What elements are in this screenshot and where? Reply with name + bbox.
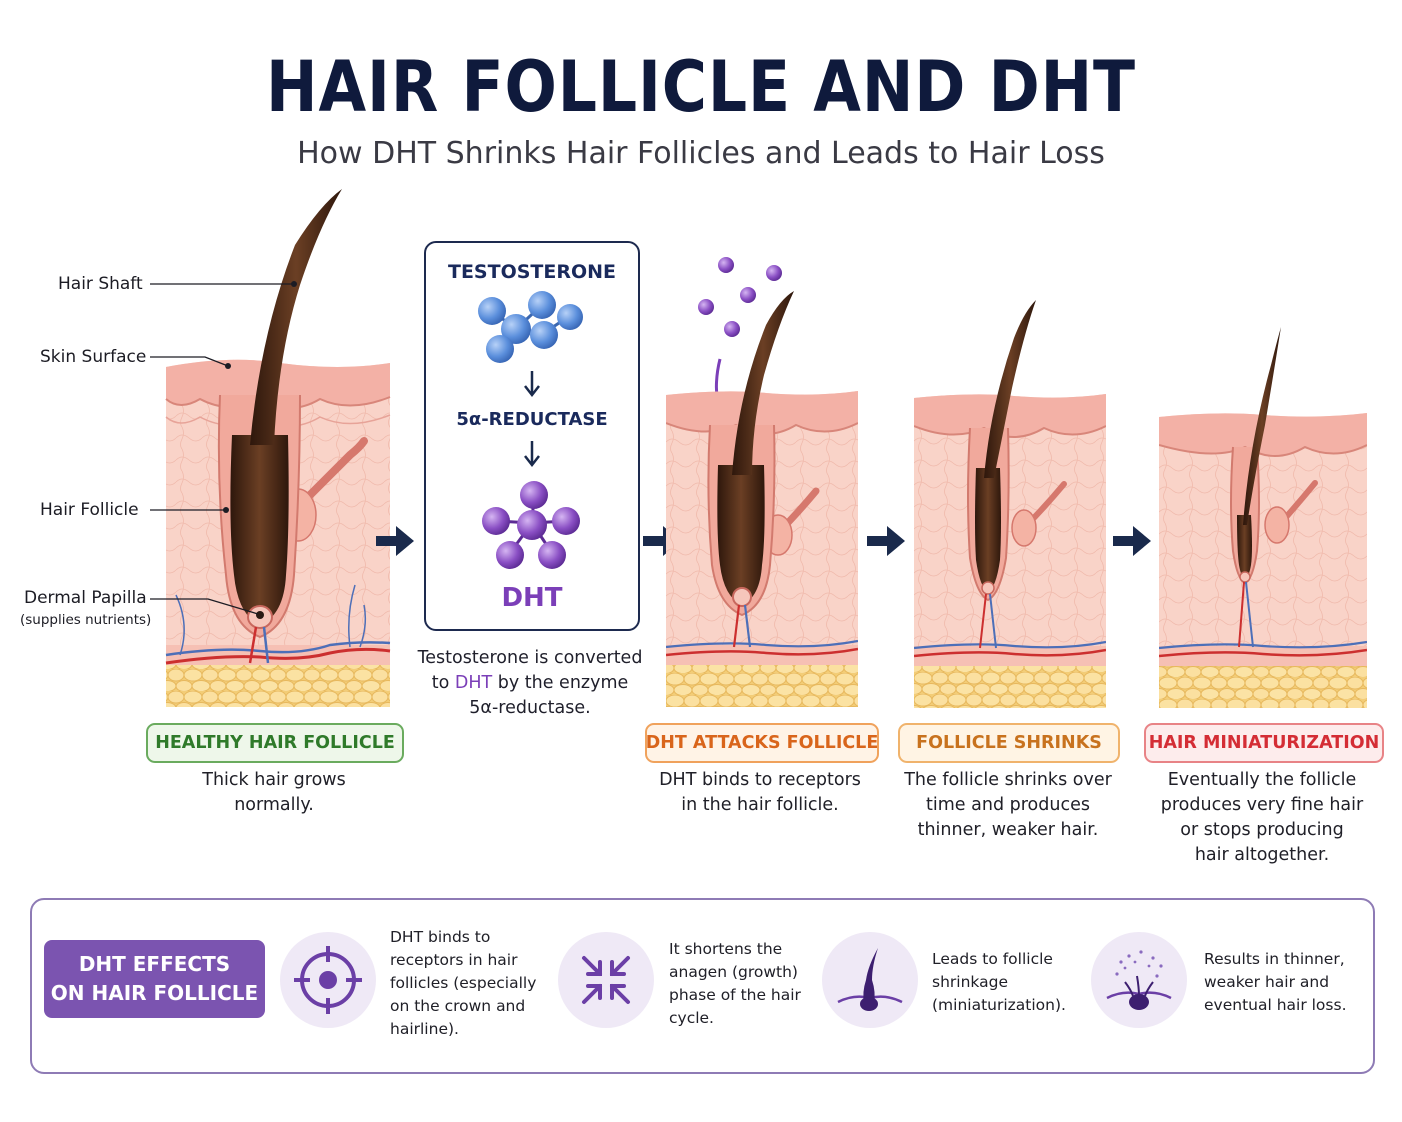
testosterone-label: TESTOSTERONE	[447, 261, 617, 283]
healthy-follicle-illustration	[165, 189, 391, 707]
target-icon	[294, 946, 362, 1014]
conversion-box: TESTOSTERONE 5α-REDUCTASE DHT	[424, 241, 640, 631]
follicle-icon	[837, 948, 903, 1011]
thinning-follicle-icon	[1106, 950, 1172, 1010]
testosterone-molecule-icon	[478, 291, 583, 363]
arrow-right-icon	[376, 526, 414, 556]
stage-pill-shrinks: FOLLICLE SHRINKS	[898, 723, 1120, 763]
conversion-desc-line3: 5α-reductase.	[469, 698, 591, 718]
page-subtitle: How DHT Shrinks Hair Follicles and Leads…	[297, 136, 1105, 171]
effect-icon-circle	[822, 932, 918, 1028]
dht-attacks-illustration	[666, 257, 858, 707]
conversion-desc-line1: Testosterone is converted	[417, 648, 643, 668]
arrow-down-icon	[524, 441, 540, 468]
label-hair-follicle: Hair Follicle	[40, 500, 139, 520]
dht-highlight: DHT	[454, 673, 493, 693]
arrow-down-icon	[524, 371, 540, 398]
follicle-shrinks-illustration	[914, 300, 1106, 708]
label-skin-surface: Skin Surface	[40, 347, 147, 367]
arrow-right-icon	[867, 526, 905, 556]
stage-pill-miniaturization: HAIR MINIATURIZATION	[1144, 723, 1384, 763]
stage-pill-dht-attacks: DHT ATTACKS FOLLICLE	[645, 723, 879, 763]
dht-molecule-icon	[482, 481, 580, 569]
effect-icon-circle	[280, 932, 376, 1028]
effect-icon-circle	[1091, 932, 1187, 1028]
conversion-description: Testosterone is converted to DHT by the …	[410, 646, 650, 721]
shrink-arrows-icon	[582, 956, 630, 1004]
conversion-desc-line2: to DHT by the enzyme	[431, 673, 629, 693]
effects-label: DHT EFFECTS ON HAIR FOLLICLE	[44, 940, 265, 1018]
dht-label: DHT	[501, 583, 563, 613]
enzyme-label: 5α-REDUCTASE	[456, 409, 608, 430]
effect-icon-circle	[558, 932, 654, 1028]
miniaturization-illustration	[1159, 327, 1367, 708]
arrow-right-icon	[1113, 526, 1151, 556]
page-title: HAIR FOLLICLE AND DHT	[266, 46, 1136, 128]
label-dermal-papilla: Dermal Papilla	[24, 588, 147, 608]
anatomy-leader-lines	[150, 281, 297, 615]
label-hair-shaft: Hair Shaft	[58, 274, 143, 294]
stage-pill-healthy: HEALTHY HAIR FOLLICLE	[146, 723, 404, 763]
label-dermal-papilla-note: (supplies nutrients)	[20, 612, 152, 628]
